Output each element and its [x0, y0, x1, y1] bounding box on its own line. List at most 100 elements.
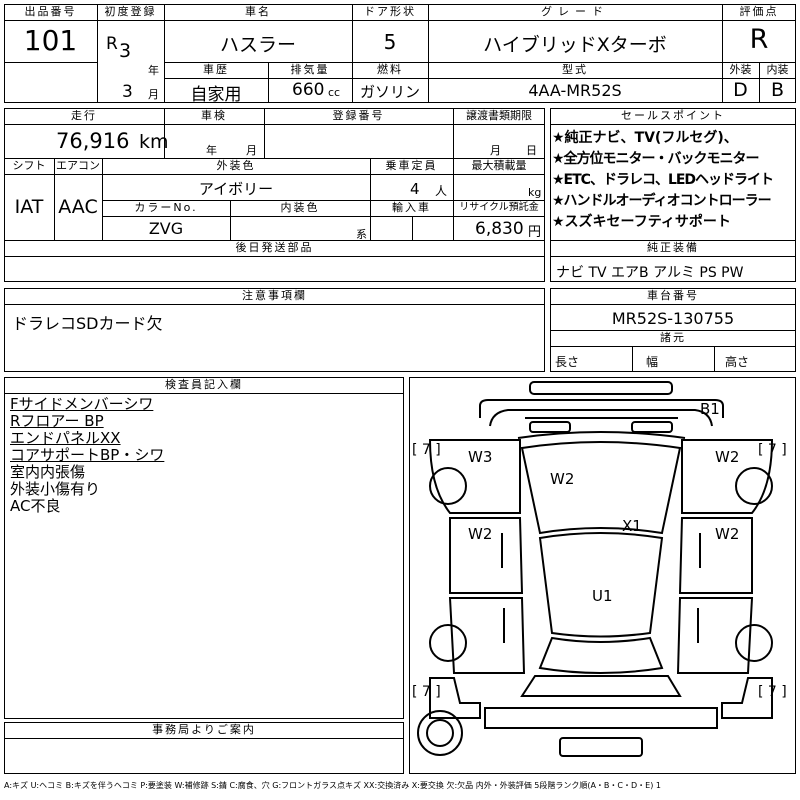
dimensions-label: 諸元 [660, 331, 686, 344]
mark-w2-rear-right: W2 [715, 525, 739, 543]
interior-grade-value: B [770, 79, 785, 101]
transfer-month-unit: 月 [490, 144, 501, 157]
load-unit: kg [528, 186, 542, 199]
sales-point-item: ★ハンドルオーディオコントローラー [552, 193, 772, 209]
shift-value: IAT [14, 196, 44, 218]
lot-no-value: 101 [23, 24, 78, 57]
tire-front-left: [ 7 ] [412, 442, 441, 458]
recycle-fee-value: 6,830 [475, 219, 524, 239]
capacity-value: 4 [410, 180, 420, 198]
mark-w2-front-left: W2 [410, 378, 412, 379]
color-no-label: カラーNo. [134, 201, 198, 214]
score-label: 評価点 [739, 5, 779, 18]
color-no-value: ZVG [148, 219, 184, 238]
spec-table [4, 108, 545, 282]
notes-value: ドラレコSDカード欠 [12, 314, 163, 333]
office-notice-box [4, 722, 404, 774]
width-label: 幅 [646, 355, 659, 369]
exterior-grade-value: D [733, 79, 748, 101]
grade-label: グレード [541, 5, 609, 18]
displacement-value: 660 [292, 80, 325, 100]
model-code-label: 型式 [562, 63, 588, 76]
mark-w2-center: W2 [550, 470, 574, 488]
inspector-note-line: コアサポートBP・シワ [10, 446, 165, 464]
score-value: R [749, 24, 769, 55]
mark-w3: W3 [468, 448, 492, 466]
displacement-label: 排気量 [290, 63, 330, 76]
reg-no-label: 登録番号 [332, 109, 385, 122]
later-parts-label: 後日発送部品 [235, 241, 314, 254]
equipment-value: ナビ TV エアB アルミ PS PW [556, 265, 744, 281]
notes-label: 注意事項欄 [242, 289, 307, 302]
length-label: 長さ [555, 355, 580, 369]
legend-text: A:キズ U:ヘコミ B:キズを伴うヘコミ P:要塗装 W:補修跡 S:錆 C:… [4, 781, 661, 790]
mark-b1: B1 [700, 400, 720, 418]
inspector-notes-list: Fサイドメンバーシワ Rフロアー BP エンドパネルXX コアサポートBP・シワ… [10, 396, 164, 515]
sales-points-list: ★純正ナビ、TV(フルセグ)、 ★全方位モニター・バックモニター ★ETC、ドラ… [552, 128, 798, 233]
sales-points-box [550, 108, 796, 282]
exterior-grade-label: 外装 [729, 63, 752, 76]
car-name-label: 車名 [245, 5, 271, 18]
fuel-value: ガソリン [359, 83, 420, 101]
inspector-note-line: Rフロアー BP [10, 412, 104, 430]
height-label: 高さ [725, 355, 750, 369]
inspector-note-line: 外装小傷有り [10, 480, 101, 498]
max-load-label: 最大積載量 [471, 159, 527, 172]
car-name-value: ハスラー [219, 34, 296, 56]
mark-x1: X1 [622, 517, 642, 535]
int-color-label: 内装色 [280, 201, 320, 214]
ext-color-value: アイボリー [198, 180, 274, 198]
displacement-unit: cc [328, 86, 341, 99]
damage-marks: B1 W3 W2 W2 X1 W2 W2 U1 [ 7 ] [ 7 ] [ 7 … [412, 400, 787, 700]
transfer-day-unit: 日 [526, 144, 537, 157]
model-code-value: 4AA-MR52S [528, 81, 622, 100]
mileage-unit: km [139, 131, 169, 153]
mark-u1: U1 [592, 587, 613, 605]
sales-points-label: セールスポイント [621, 109, 725, 122]
tire-rear-left: [ 7 ] [412, 684, 441, 700]
chassis-no-value: MR52S-130755 [611, 309, 735, 328]
chassis-no-label: 車台番号 [647, 289, 699, 302]
inspection-label: 車検 [201, 109, 227, 122]
doors-value: 5 [383, 30, 397, 54]
sales-point-item: ★純正ナビ、TV(フルセグ)、 [552, 130, 738, 146]
transfer-docs-label: 譲渡書類期限 [466, 109, 532, 122]
tire-front-right: [ 7 ] [758, 442, 787, 458]
notes-box [4, 288, 545, 372]
interior-grade-label: 内装 [766, 63, 789, 76]
aircon-label: エアコン [56, 159, 100, 172]
capacity-label: 乗車定員 [385, 159, 438, 172]
mileage-label: 走行 [71, 109, 97, 122]
history-label: 車歴 [203, 63, 229, 76]
sales-point-item: ★スズキセーフティサポート [552, 214, 731, 230]
int-color-unit: 系 [356, 228, 367, 241]
mark-w2-front-right: W2 [715, 448, 739, 466]
equipment-label: 純正装備 [647, 241, 699, 254]
capacity-unit: 人 [435, 184, 448, 198]
era-value: R [106, 34, 118, 54]
fuel-label: 燃料 [377, 63, 403, 76]
inspection-month-unit: 月 [246, 144, 257, 157]
year-unit: 年 [148, 64, 159, 77]
shift-label: シフト [12, 159, 46, 172]
door-label: ドア形状 [364, 5, 416, 18]
lot-no-label: 出品番号 [24, 5, 77, 18]
first-reg-label: 初度登録 [104, 5, 157, 18]
recycle-unit: 円 [528, 225, 542, 240]
recycle-label: リサイクル預託金 [459, 202, 539, 213]
mark-w2-rear-left: W2 [468, 525, 492, 543]
office-notice-label: 事務局よりご案内 [152, 723, 256, 736]
month-value: 3 [122, 82, 133, 102]
car-diagram-drawing: B1 W3 W2 W2 X1 W2 W2 U1 [ 7 ] [ 7 ] [ 7 … [410, 377, 787, 757]
inspector-note-line: エンドパネルXX [10, 429, 121, 447]
year-value: 3 [119, 40, 132, 62]
inspection-year-unit: 年 [206, 144, 217, 157]
inspector-note-line: Fサイドメンバーシワ [10, 395, 154, 413]
sales-point-item: ★全方位モニター・バックモニター [552, 151, 760, 167]
sales-point-item: ★ETC、ドラレコ、LEDヘッドライト [552, 172, 774, 188]
month-unit: 月 [148, 88, 159, 101]
aircon-value: AAC [58, 196, 98, 218]
mileage-value: 76,916 [56, 129, 130, 153]
grade-value: ハイブリッドXターボ [483, 34, 667, 56]
ext-color-label: 外装色 [216, 159, 256, 172]
